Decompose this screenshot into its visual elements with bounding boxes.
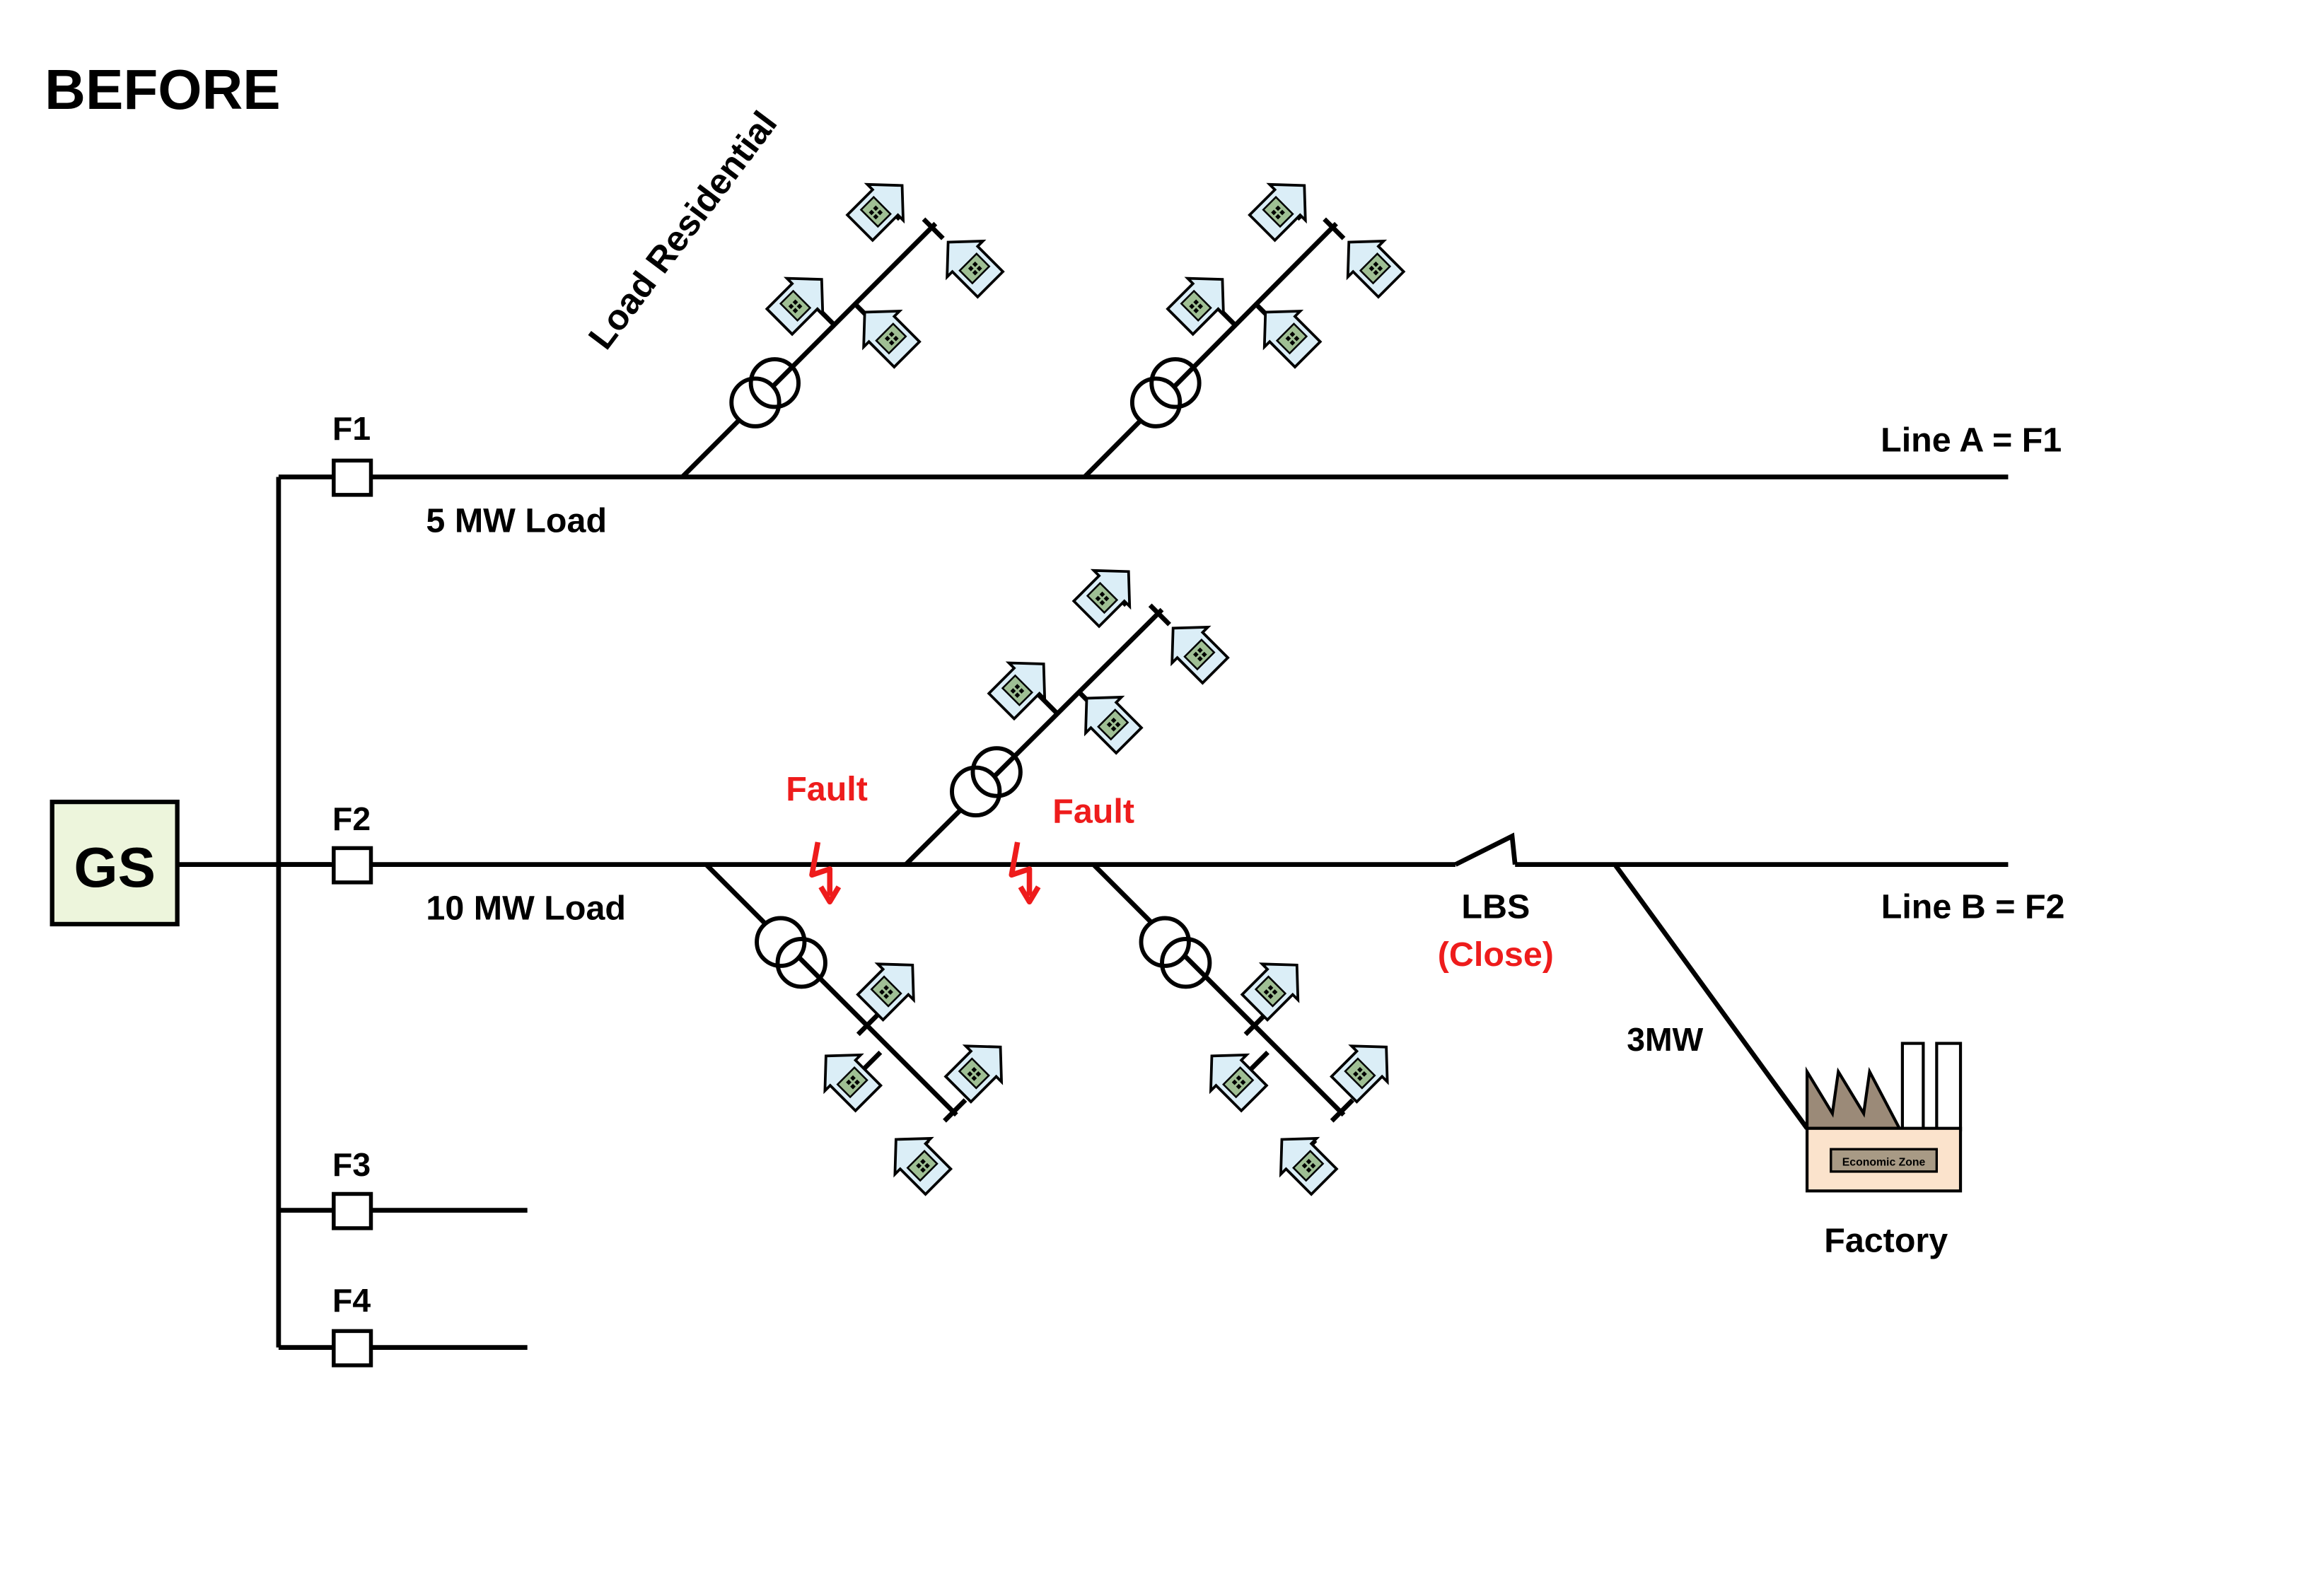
residential-branch-2: [1083, 166, 1411, 479]
house-icon: [760, 260, 842, 341]
feeder-f4: F4: [278, 1282, 528, 1368]
factory-sign: Economic Zone: [1842, 1156, 1926, 1168]
house-icon: [851, 945, 932, 1027]
fault-1: Fault: [786, 770, 868, 902]
transformer-icon: [755, 916, 827, 989]
feeder-f2: F2 10 MW Load Line B = F2: [278, 800, 2065, 928]
house-icon: [1325, 1027, 1406, 1109]
transformer-icon: [1139, 916, 1212, 989]
transformer-icon: [729, 357, 801, 429]
residential-branch-3: [904, 552, 1235, 867]
generating-station: GS: [50, 799, 180, 927]
feeder-f3: F3: [278, 1146, 528, 1230]
residential-branch-1: [680, 166, 1010, 479]
house-icon: [806, 1037, 888, 1118]
factory-label: Factory: [1824, 1222, 1948, 1260]
factory-icon: Economic Zone: [1805, 1042, 1963, 1193]
breaker-icon: [332, 458, 373, 497]
diagram-title: BEFORE: [45, 58, 281, 121]
transformer-icon: [950, 746, 1023, 818]
fault-lightning-icon: [812, 842, 839, 902]
load-break-switch: LBS (Close): [1438, 832, 1554, 974]
breaker-icon: [332, 846, 373, 885]
feeder-f1: F1 5 MW Load Line A = F1: [278, 410, 2062, 540]
house-icon: [982, 644, 1063, 725]
fault-lightning-icon: [1011, 842, 1038, 902]
feeder-label-f2: F2: [332, 800, 371, 837]
fault-2: Fault: [1011, 793, 1134, 902]
switch-icon: [1454, 832, 1518, 867]
house-icon: [1235, 945, 1316, 1027]
house-icon: [1262, 1120, 1344, 1201]
residential-branch-5: [1091, 863, 1406, 1201]
house-icon: [1192, 1037, 1274, 1118]
breaker-icon: [332, 1329, 373, 1368]
factory-load-label: 3MW: [1627, 1021, 1703, 1058]
f1-load-label: 5 MW Load: [426, 502, 607, 540]
f2-load-label: 10 MW Load: [426, 890, 626, 928]
house-icon: [840, 166, 922, 247]
fault-label-2: Fault: [1052, 793, 1134, 831]
factory-load: 3MW Economic Zone Factory: [1613, 863, 1963, 1260]
lbs-state: (Close): [1438, 935, 1554, 974]
line-b-label: Line B = F2: [1881, 887, 2065, 926]
busbar: [177, 477, 331, 1348]
breaker-icon: [332, 1191, 373, 1230]
house-icon: [1161, 260, 1242, 341]
house-icon: [1243, 166, 1324, 247]
source-label: GS: [74, 836, 156, 899]
lbs-label: LBS: [1461, 887, 1530, 926]
feeder-label-f4: F4: [332, 1282, 371, 1319]
line-a-label: Line A = F1: [1881, 421, 2062, 460]
transformer-icon: [1129, 357, 1202, 429]
residential-load-label: Load Residential: [581, 104, 785, 357]
feeder-label-f3: F3: [332, 1146, 371, 1183]
house-icon: [1067, 552, 1148, 634]
residential-branch-4: [704, 863, 1020, 1201]
feeder-label-f1: F1: [332, 410, 371, 447]
fault-label-1: Fault: [786, 770, 868, 808]
house-icon: [939, 1027, 1020, 1109]
house-icon: [876, 1120, 958, 1201]
